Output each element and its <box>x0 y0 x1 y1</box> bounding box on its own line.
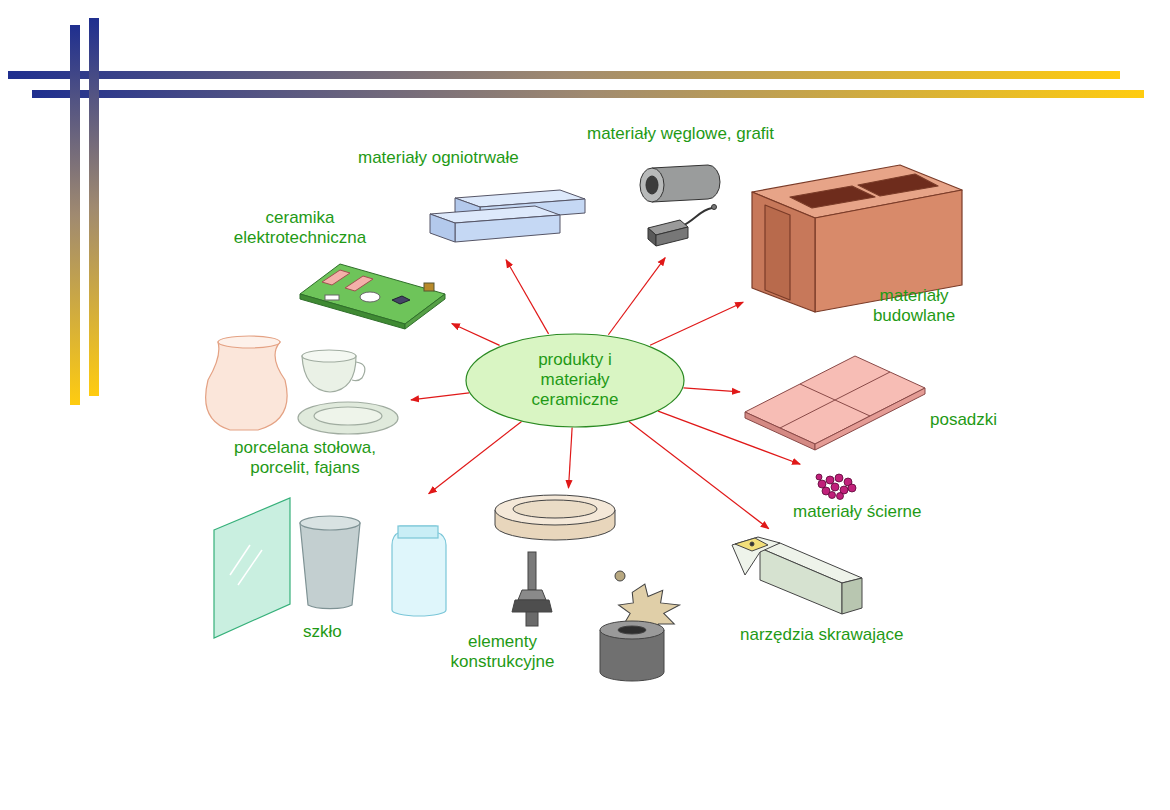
arrow-connector <box>658 411 800 464</box>
node-caption: produkty i materiały ceramiczne <box>515 350 635 410</box>
arrow-connector <box>629 421 769 528</box>
category-item: elementy konstrukcyjne <box>440 490 685 685</box>
node-caption: ceramika elektrotechniczna <box>205 208 395 248</box>
node-caption: elementy konstrukcyjne <box>440 632 565 672</box>
floor-tiles <box>745 356 925 450</box>
arrow-connector <box>568 427 572 488</box>
arrow-connector <box>411 393 469 400</box>
arrow-connector <box>650 302 743 345</box>
arrow-connector <box>506 260 549 334</box>
category-item: ceramika elektrotechniczna <box>205 208 450 325</box>
node-caption: narzędzia skrawające <box>740 625 958 645</box>
abrasive-grains <box>816 474 856 500</box>
category-item: posadzki <box>742 355 1029 450</box>
node-caption: porcelana stołowa, porcelit, fajans <box>205 438 405 478</box>
refractory-bricks <box>430 190 585 242</box>
node-caption: materiały ścierne <box>793 502 973 522</box>
category-item: materiały budowlane <box>745 160 967 340</box>
glass-items <box>214 498 446 638</box>
cutting-tool <box>732 537 862 614</box>
circuit-board <box>300 264 445 329</box>
center-ellipse: produkty i materiały ceramiczne <box>465 333 685 428</box>
carbon-tube-and-brush <box>640 165 720 246</box>
category-item: materiały ogniotrwałe <box>355 148 592 258</box>
arrow-connector <box>608 258 665 335</box>
node-caption: szkło <box>303 622 363 642</box>
node-caption: posadzki <box>930 410 1025 430</box>
node-caption: materiały węglowe, grafit <box>587 124 841 144</box>
category-item: porcelana stołowa, porcelit, fajans <box>205 330 409 495</box>
porcelain-items <box>206 336 398 434</box>
node-caption: materiały ogniotrwałe <box>358 148 588 168</box>
arrow-connector <box>452 324 500 346</box>
category-item: szkło <box>205 495 455 646</box>
arrow-connector <box>429 422 522 494</box>
category-item: narzędzia skrawające <box>735 530 962 650</box>
category-item: materiały ścierne <box>790 465 977 526</box>
category-item: materiały węglowe, grafit <box>585 124 845 256</box>
ellipse-shape <box>466 334 684 427</box>
arrow-connector <box>683 388 740 392</box>
node-caption: materiały budowlane <box>865 286 963 326</box>
